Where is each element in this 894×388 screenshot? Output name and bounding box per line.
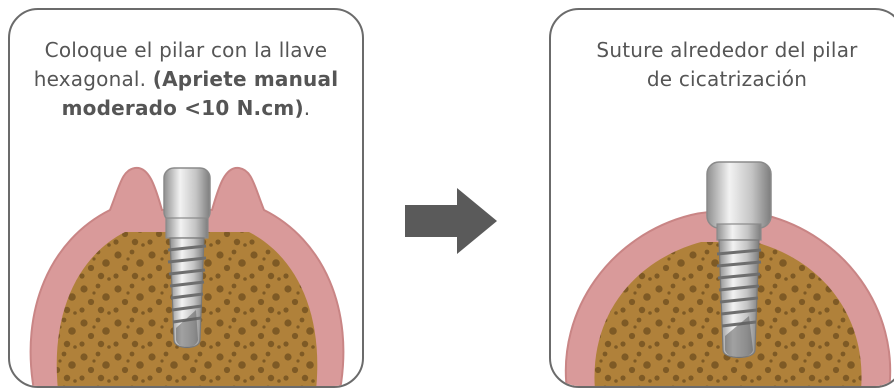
suture-illustration: [551, 10, 894, 388]
right-arrow-icon: [405, 188, 497, 254]
abutment-placement-illustration: [10, 10, 364, 388]
diagram-stage: Coloque el pilar con la llave hexagonal.…: [0, 0, 894, 374]
step-2-panel: Suture alrededor del pilar de cicatrizac…: [549, 8, 894, 388]
step-1-panel: Coloque el pilar con la llave hexagonal.…: [8, 8, 364, 388]
